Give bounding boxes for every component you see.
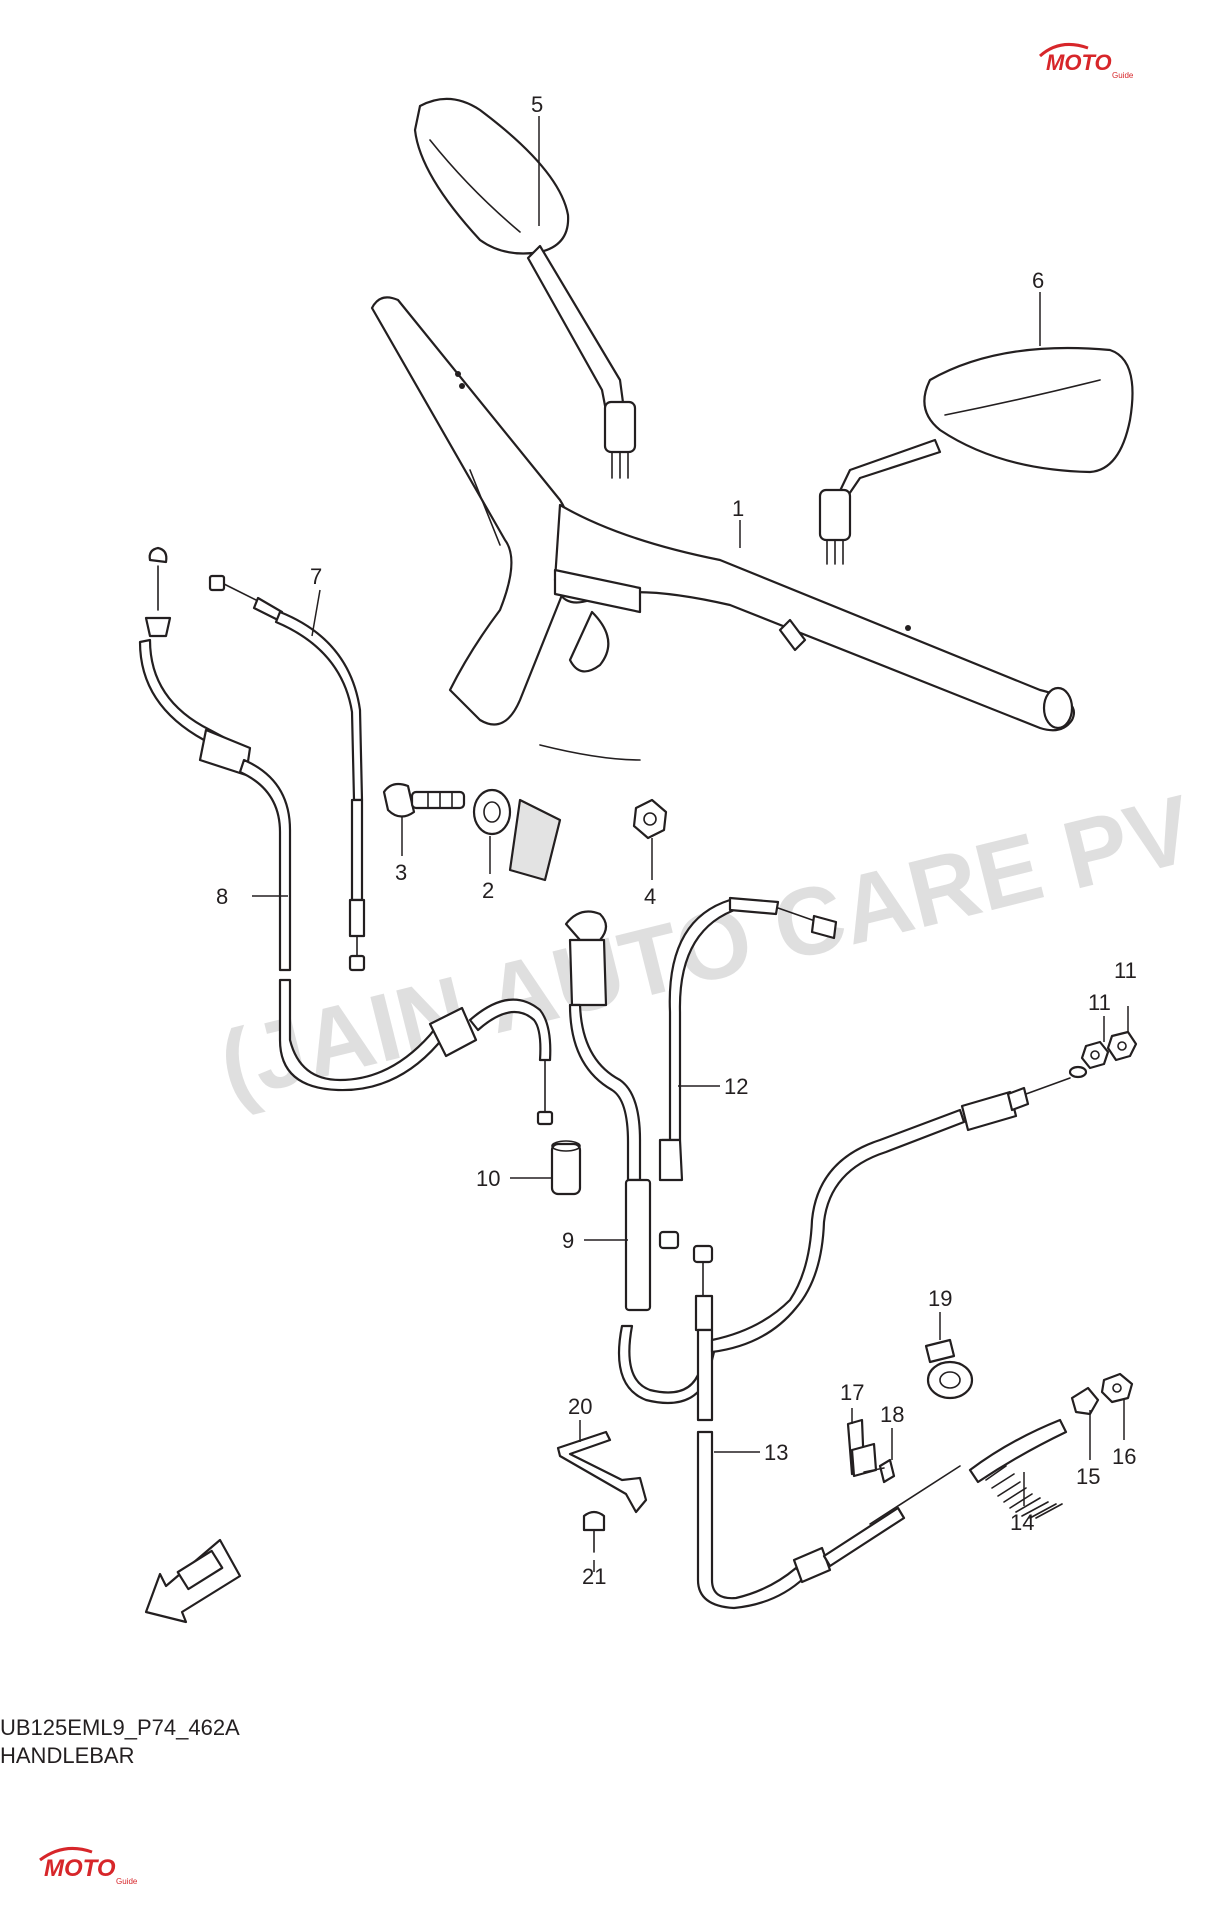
callout-11-b: 11: [1114, 958, 1137, 983]
cable-part-9: [564, 910, 716, 1405]
cable-long: [710, 1065, 1088, 1354]
callout-20: 20: [568, 1394, 592, 1419]
mirror-left-part-5: [413, 97, 637, 479]
spacer-part-10: [550, 1140, 582, 1196]
screw-part-18: [863, 1458, 896, 1484]
mirror-right-part-6: [818, 346, 1134, 565]
callout-7: 7: [310, 564, 322, 589]
logo-top-text: MOTO: [1046, 50, 1112, 75]
callout-13: 13: [764, 1440, 788, 1465]
diagram-code: UB125EML9_P74_462A: [0, 1715, 240, 1740]
cable-part-12: [658, 896, 838, 1250]
callout-18: 18: [880, 1402, 904, 1427]
moto-logo-bottom: MOTO Guide: [39, 1846, 138, 1886]
logo-top-subtext: Guide: [1112, 71, 1134, 80]
collar-part-2: [472, 788, 512, 836]
clamp-part-19: [924, 1338, 974, 1400]
cable-part-8: [138, 546, 554, 1126]
bolt-part-3: [382, 782, 466, 818]
callout-12: 12: [724, 1074, 748, 1099]
spring-part-14: [968, 1418, 1068, 1519]
nut-part-11-b: [1106, 1030, 1138, 1062]
cable-part-13: [692, 1244, 961, 1610]
handlebar-part-1: [370, 296, 1075, 882]
nut-part-11-a: [1080, 1040, 1110, 1070]
callout-2: 2: [482, 878, 494, 903]
nut-part-16: [1100, 1372, 1134, 1404]
callout-1: 1: [732, 496, 744, 521]
diagram-title: HANDLEBAR: [0, 1743, 135, 1768]
guide-part-20: [556, 1430, 648, 1514]
callout-10: 10: [476, 1166, 500, 1191]
callout-4: 4: [644, 884, 656, 909]
bracket-part-17: [846, 1418, 878, 1478]
callout-numbers: 5 6 1 7 8 3 2 4 11 11 12 10 9 13 19 20 1…: [216, 92, 1137, 1589]
moto-logo-top: MOTO Guide: [1038, 42, 1134, 80]
logo-bottom-subtext: Guide: [116, 1877, 138, 1886]
callout-21: 21: [582, 1564, 606, 1589]
callout-16: 16: [1112, 1444, 1136, 1469]
callout-19: 19: [928, 1286, 952, 1311]
adjuster-part-15: [1070, 1386, 1100, 1416]
callout-17: 17: [840, 1380, 864, 1405]
callout-3: 3: [395, 860, 407, 885]
callout-5: 5: [531, 92, 543, 117]
callout-leaders: [252, 116, 1129, 1572]
callout-8: 8: [216, 884, 228, 909]
cable-part-7: [208, 574, 366, 972]
callout-6: 6: [1032, 268, 1044, 293]
callout-9: 9: [562, 1228, 574, 1253]
screw-part-21: [582, 1510, 606, 1553]
nut-part-4: [632, 798, 668, 840]
callout-15: 15: [1076, 1464, 1100, 1489]
logo-bottom-text: MOTO: [44, 1855, 116, 1882]
forward-arrow-icon: [144, 1538, 242, 1624]
callout-11-a: 11: [1088, 990, 1111, 1015]
callout-14: 14: [1010, 1510, 1034, 1535]
